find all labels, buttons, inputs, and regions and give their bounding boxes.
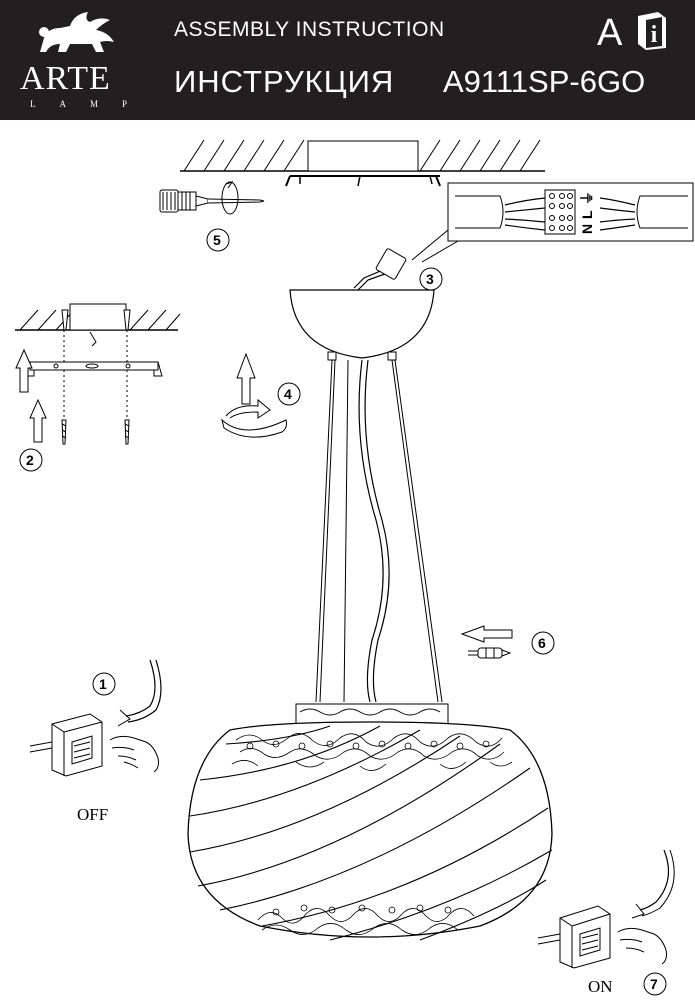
wall-switch-on	[537, 849, 675, 969]
switch-off-label: OFF	[77, 805, 108, 824]
screwdriver-icon	[159, 181, 265, 215]
switch-on-label: ON	[588, 977, 613, 996]
section-letter: A	[597, 12, 623, 54]
ceiling-mount-top	[180, 139, 545, 187]
step-number-7: 7	[650, 976, 658, 992]
terminal-block-callout	[411, 182, 694, 263]
assembly-drawing: N L ⏚	[15, 139, 694, 996]
step-number-4: 4	[284, 386, 292, 402]
step-number-5: 5	[213, 232, 221, 248]
step-badges	[19, 228, 667, 996]
step-number-3: 3	[426, 271, 434, 287]
brand-logo-subtext: LAMP	[30, 99, 152, 109]
rotate-up-indicator	[221, 352, 287, 438]
lamp-shade	[187, 703, 553, 941]
title-russian: ИНСТРУКЦИЯ	[174, 64, 395, 99]
step-number-6: 6	[538, 635, 546, 651]
step-number-1: 1	[99, 676, 107, 692]
step-number-2: 2	[26, 452, 34, 468]
header-bar: ARTE LAMP ASSEMBLY INSTRUCTION ИНСТРУКЦИ…	[0, 0, 695, 120]
book-info-icon: i	[638, 12, 666, 50]
canopy	[289, 248, 435, 361]
brand-logo-text: ARTE	[20, 60, 111, 97]
terminal-label-ground: ⏚	[579, 191, 595, 205]
suspension-cables	[315, 359, 443, 703]
crystal-ornaments	[231, 733, 513, 935]
g9-bulb-icon	[468, 647, 512, 659]
griffin-logo-icon	[39, 12, 114, 52]
wall-switch-off	[29, 659, 162, 777]
mounting-bracket	[15, 303, 181, 445]
terminal-label-n: N	[579, 224, 595, 234]
svg-text:i: i	[651, 22, 658, 48]
terminal-label-l: L	[579, 210, 595, 219]
model-number: A9111SP-6GO	[443, 64, 646, 99]
bulb-insert-indicator	[460, 625, 513, 659]
title-english: ASSEMBLY INSTRUCTION	[174, 18, 445, 41]
